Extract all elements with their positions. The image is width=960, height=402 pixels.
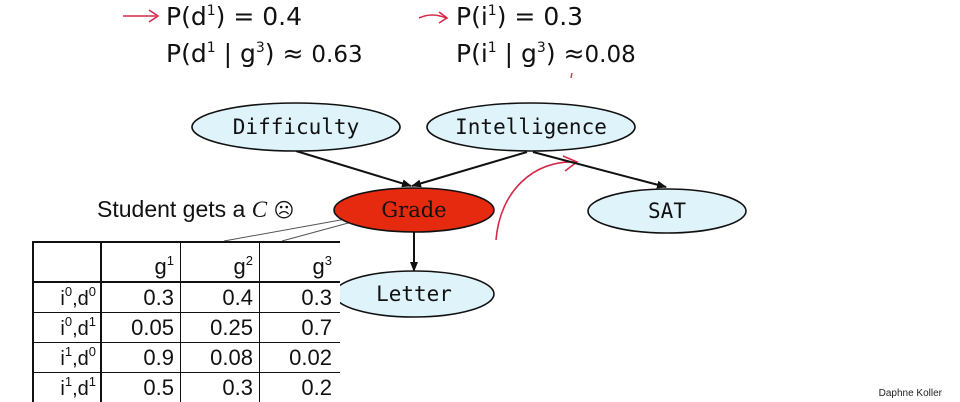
row-header: i1,d0 xyxy=(33,343,101,373)
table-cell: 0.5 xyxy=(101,373,181,402)
table-cell: 0.02 xyxy=(260,343,341,373)
callout-line xyxy=(282,222,352,241)
table-row: i1,d1 0.5 0.3 0.2 xyxy=(33,373,340,402)
column-header-g1: g1 xyxy=(101,242,181,282)
node-difficulty[interactable]: Difficulty xyxy=(192,103,400,151)
table-cell: 0.2 xyxy=(260,373,341,402)
table-row: i1,d0 0.9 0.08 0.02 xyxy=(33,343,340,373)
edge-intelligence-grade xyxy=(412,152,527,186)
edge-intelligence-sat xyxy=(533,152,666,187)
node-sat[interactable]: SAT xyxy=(588,189,746,233)
node-grade-label: Grade xyxy=(381,198,446,222)
column-header-g3: g3 xyxy=(260,242,341,282)
node-letter-label: Letter xyxy=(376,282,452,306)
table-header-row: g1 g2 g3 xyxy=(33,242,340,282)
row-header: i0,d0 xyxy=(33,282,101,313)
node-sat-label: SAT xyxy=(648,199,686,223)
node-intelligence-label: Intelligence xyxy=(455,115,607,139)
node-intelligence[interactable]: Intelligence xyxy=(427,103,635,151)
table-cell: 0.3 xyxy=(101,282,181,313)
table-row: i0,d0 0.3 0.4 0.3 xyxy=(33,282,340,313)
table-cell: 0.7 xyxy=(260,313,341,343)
column-header-g2: g2 xyxy=(181,242,260,282)
table-cell: 0.08 xyxy=(181,343,260,373)
edge-difficulty-grade xyxy=(296,151,411,186)
table-row: i0,d1 0.05 0.25 0.7 xyxy=(33,313,340,343)
annotation-tick xyxy=(571,73,572,78)
row-header: i0,d1 xyxy=(33,313,101,343)
annotation-arrow-i1 xyxy=(419,12,447,23)
row-header: i1,d1 xyxy=(33,373,101,402)
sad-face-icon: ☹ xyxy=(273,198,294,222)
grade-cpd-table: g1 g2 g3 i0,d0 0.3 0.4 0.3 i0,d1 0.05 0.… xyxy=(32,241,340,402)
node-grade[interactable]: Grade xyxy=(334,188,494,232)
table-cell: 0.3 xyxy=(181,373,260,402)
node-letter[interactable]: Letter xyxy=(334,271,494,317)
student-caption: Student gets a C ☹ xyxy=(97,196,294,223)
table-corner-cell xyxy=(33,242,101,282)
table-cell: 0.4 xyxy=(181,282,260,313)
author-credit: Daphne Koller xyxy=(879,388,942,399)
node-difficulty-label: Difficulty xyxy=(233,115,359,139)
table-cell: 0.9 xyxy=(101,343,181,373)
annotation-arrow-d1 xyxy=(123,10,158,22)
table-cell: 0.3 xyxy=(260,282,341,313)
annotation-curve-arrow xyxy=(496,162,575,240)
table-cell: 0.05 xyxy=(101,313,181,343)
table-cell: 0.25 xyxy=(181,313,260,343)
